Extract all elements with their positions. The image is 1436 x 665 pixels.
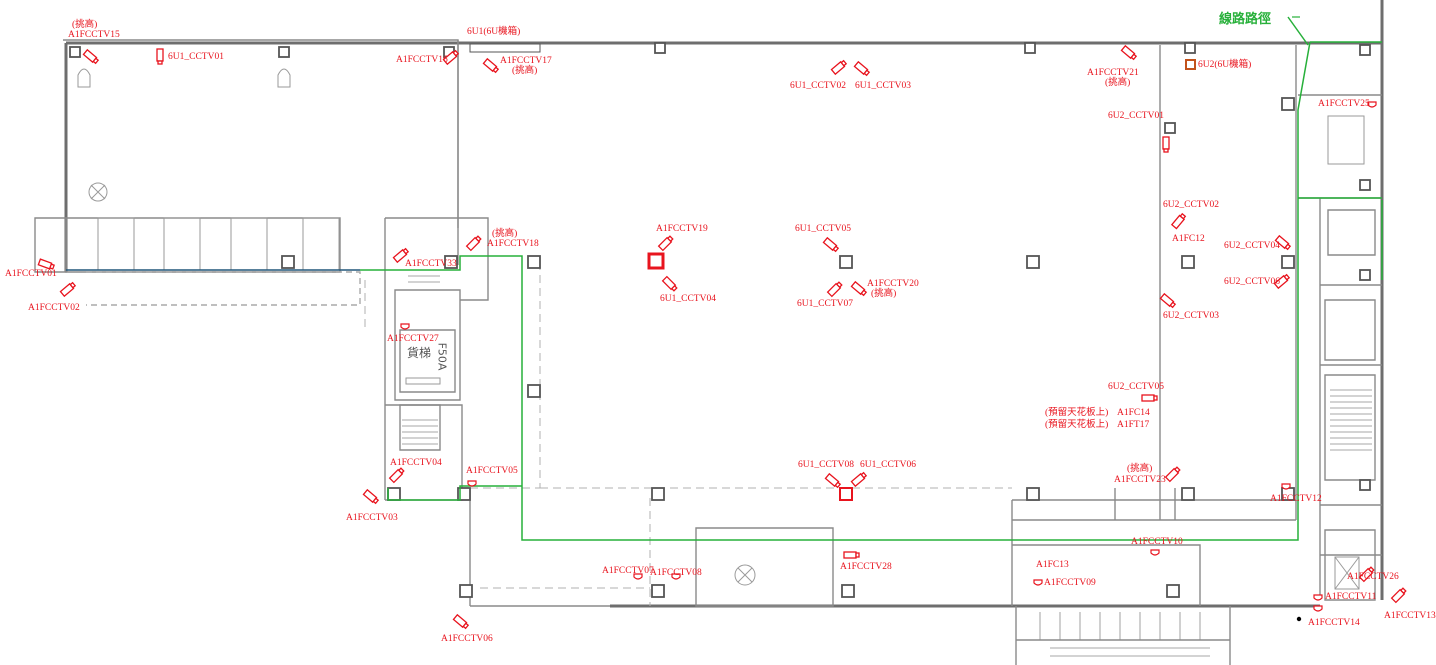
column-highlight — [839, 487, 853, 501]
camera-label: A1FCCTV33 — [405, 259, 457, 269]
building-walls — [64, 0, 1384, 608]
camera-label: A1FCCTV21 — [1087, 68, 1139, 78]
camera-label: 6U2(6U機箱) — [1198, 60, 1252, 70]
camera-label: A1FCCTV20 — [867, 279, 919, 289]
camera-label: 6U1_CCTV07 — [797, 299, 853, 309]
camera-label: A1FCCTV28 — [840, 562, 892, 572]
camera-label: 6U1(6U機箱) — [467, 27, 521, 37]
camera-label: A1FC14 — [1117, 408, 1150, 418]
camera-label: A1FC13 — [1036, 560, 1069, 570]
camera-label: A1FCCTV14 — [1308, 618, 1360, 628]
camera-note: (預留天花板上) — [1045, 408, 1109, 418]
camera-label: A1FCCTV19 — [656, 224, 708, 234]
junction-box-highlight — [647, 252, 665, 270]
camera-label: A1FCCTV01 — [5, 269, 57, 279]
camera-label: A1FCCTV10 — [1131, 537, 1183, 547]
camera-note: (預留天花板上) — [1045, 420, 1109, 430]
camera-label: A1FCCTV09 — [1044, 578, 1096, 588]
camera-label: 6U2_CCTV03 — [1163, 311, 1219, 321]
dome-icons — [400, 101, 1377, 612]
inner-walls — [34, 39, 1382, 665]
6u1-box-icon — [469, 43, 541, 53]
camera-label: 6U1_CCTV01 — [168, 52, 224, 62]
fixtures — [77, 68, 1365, 590]
camera-label: 6U1_CCTV06 — [860, 460, 916, 470]
camera-label: A1FCCTV15 — [68, 30, 120, 40]
camera-label: A1FCCTV23 — [1114, 475, 1166, 485]
point-marker — [1296, 616, 1302, 622]
dashed-areas — [364, 262, 1012, 606]
camera-label: A1FCCTV05 — [466, 466, 518, 476]
camera-label: 6U2_CCTV05 — [1108, 382, 1164, 392]
camera-label: A1FT17 — [1117, 420, 1150, 430]
camera-label: 6U1_CCTV02 — [790, 81, 846, 91]
camera-icons — [37, 44, 1407, 630]
camera-label: A1FCCTV26 — [1347, 572, 1399, 582]
camera-label: A1FCCTV08 — [650, 568, 702, 578]
camera-label: 6U2_CCTV02 — [1163, 200, 1219, 210]
camera-label: 6U1_CCTV03 — [855, 81, 911, 91]
camera-label: A1FCCTV03 — [346, 513, 398, 523]
camera-label: A1FC12 — [1172, 234, 1205, 244]
camera-note: (挑高) — [1127, 464, 1153, 474]
camera-label: A1FCCTV16 — [396, 55, 448, 65]
camera-label: A1FCCTV12 — [1270, 494, 1322, 504]
6u2-box-icon — [1185, 59, 1196, 70]
camera-label: 6U2_CCTV01 — [1108, 111, 1164, 121]
columns — [69, 42, 1371, 598]
camera-label: A1FCCTV06 — [441, 634, 493, 644]
route-legend-label: 線路路徑 — [1219, 12, 1272, 27]
camera-label: A1FCCTV04 — [390, 458, 442, 468]
camera-label: 6U1_CCTV05 — [795, 224, 851, 234]
camera-label: A1FCCTV27 — [387, 334, 439, 344]
camera-label: A1FCCTV02 — [28, 303, 80, 313]
camera-label: 6U1_CCTV08 — [798, 460, 854, 470]
camera-label: A1FCCTV13 — [1384, 611, 1436, 621]
camera-note: (挑高) — [1105, 78, 1131, 88]
camera-label: 6U1_CCTV04 — [660, 294, 716, 304]
camera-label: A1FCCTV25 — [1318, 99, 1370, 109]
camera-label: A1FCCTV17 — [500, 56, 552, 66]
elevator-label: 貨梯 — [407, 346, 432, 360]
camera-label: 6U2_CCTV06 — [1224, 277, 1280, 287]
camera-note: (挑高) — [871, 289, 897, 299]
camera-note: (挑高) — [492, 229, 518, 239]
camera-label: 6U2_CCTV04 — [1224, 241, 1280, 251]
camera-note: (挑高) — [512, 66, 538, 76]
camera-note: (挑高) — [72, 20, 98, 30]
camera-label: A1FCCTV11 — [1325, 592, 1377, 602]
camera-label: A1FCCTV07 — [602, 566, 654, 576]
camera-label: A1FCCTV18 — [487, 239, 539, 249]
cable-route — [66, 16, 1383, 541]
elevator-tag: F50A — [435, 342, 449, 371]
